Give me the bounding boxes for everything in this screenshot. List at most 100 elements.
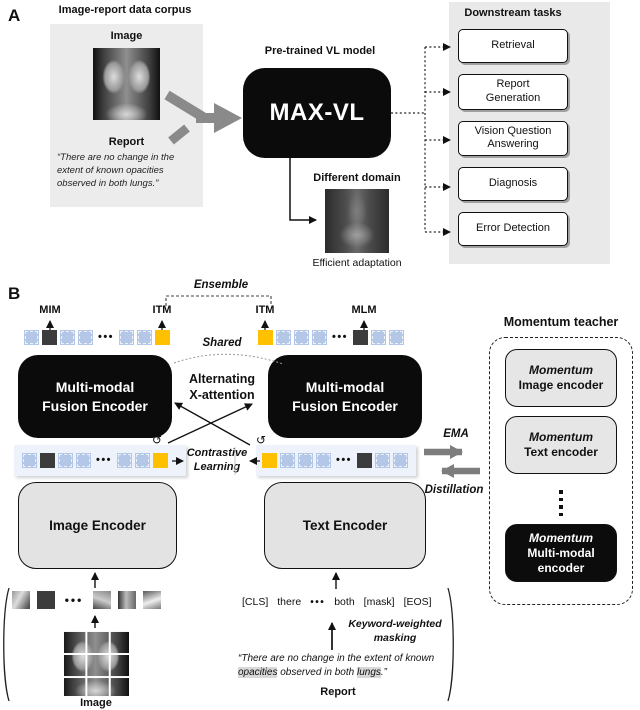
task-error-detection: Error Detection <box>458 212 568 246</box>
token-dark <box>353 330 368 345</box>
head-itm-left-label: ITM <box>152 304 172 316</box>
corpus-title: Image-report data corpus <box>58 4 192 16</box>
input-arrows <box>91 572 340 650</box>
text-token: [EOS] <box>403 596 432 608</box>
quote-text: “There are no change in the extent of kn… <box>238 653 435 664</box>
token-yellow <box>262 453 277 468</box>
cycle-arrow-icon: ↺ <box>152 433 163 447</box>
token-blue <box>389 330 404 345</box>
fusion-encoder-left: Multi-modal Fusion Encoder <box>18 355 172 438</box>
token-blue <box>276 330 291 345</box>
input-report-quote: “There are no change in the extent of kn… <box>238 652 446 679</box>
token-yellow <box>258 330 273 345</box>
ema-distillation-arrows <box>424 445 480 478</box>
corpus-panel: Image Report “There are no change in the… <box>50 24 203 207</box>
token-blue <box>22 453 37 468</box>
shared-curve <box>173 353 284 365</box>
token-row-bottom-left: ••• <box>22 453 168 468</box>
head-arrows <box>46 320 368 330</box>
token-blue <box>137 330 152 345</box>
head-itm-right-label: ITM <box>255 304 275 316</box>
pelvis-xray-image <box>325 189 389 253</box>
task-retrieval: Retrieval <box>458 29 568 63</box>
token-row-top-right: ••• <box>258 330 404 345</box>
input-report-label: Report <box>320 686 356 698</box>
image-patch <box>143 591 161 609</box>
token-yellow <box>155 330 170 345</box>
ellipsis: ••• <box>335 454 353 466</box>
token-blue <box>280 453 295 468</box>
cycle-arrow-icon: ↺ <box>256 433 267 447</box>
text-token: [mask] <box>363 596 395 608</box>
highlighted-keyword: lungs <box>356 666 381 678</box>
fusion-right-line2: Fusion Encoder <box>292 397 398 414</box>
token-blue <box>135 453 150 468</box>
corpus-report-label: Report <box>108 136 145 148</box>
panel-a-label: A <box>8 6 21 25</box>
corpus-image-label: Image <box>110 30 143 42</box>
vertical-ellipsis <box>559 490 563 516</box>
contrastive-line1: Contrastive <box>186 447 248 459</box>
alternating-xattention-label: Alternating X-attention <box>178 372 266 403</box>
token-blue <box>298 453 313 468</box>
token-dark <box>42 330 57 345</box>
chest-xray-image <box>93 48 160 120</box>
token-blue <box>78 330 93 345</box>
momentum-teacher-title: Momentum teacher <box>503 315 619 329</box>
ensemble-label: Ensemble <box>193 279 249 291</box>
gridded-xray-image <box>62 630 129 696</box>
adaptation-arrow <box>289 158 317 224</box>
text-token-row: [CLS] there ••• both [mask] [EOS] <box>242 596 432 608</box>
head-mlm-label: MLM <box>351 304 377 316</box>
token-blue <box>393 453 408 468</box>
text-encoder-label: Text Encoder <box>302 518 388 533</box>
downstream-dotted-connectors <box>391 43 451 236</box>
image-patch <box>37 591 55 609</box>
ellipsis: ••• <box>331 331 349 343</box>
maxvl-model-name: MAX-VL <box>269 99 365 126</box>
token-row-top-left: ••• <box>24 330 170 345</box>
ema-label: EMA <box>443 428 469 440</box>
token-blue <box>375 453 390 468</box>
task-diagnosis: Diagnosis <box>458 167 568 201</box>
ellipsis: ••• <box>64 593 84 607</box>
ellipsis: ••• <box>95 454 113 466</box>
fusion-encoder-right: Multi-modal Fusion Encoder <box>268 355 422 438</box>
text-token: [CLS] <box>242 596 269 608</box>
image-encoder-label: Image Encoder <box>49 518 146 533</box>
downstream-title: Downstream tasks <box>464 7 562 19</box>
text-token: both <box>334 596 355 608</box>
pretrained-caption: Pre-trained VL model <box>264 45 376 57</box>
token-blue <box>294 330 309 345</box>
token-blue <box>371 330 386 345</box>
alt-attention-line1: Alternating <box>189 372 255 386</box>
token-blue <box>312 330 327 345</box>
head-mim-label: MIM <box>39 304 61 316</box>
ellipsis: ••• <box>97 331 115 343</box>
token-blue <box>76 453 91 468</box>
token-blue <box>58 453 73 468</box>
efficient-adaptation-note: Efficient adaptation <box>312 257 402 269</box>
token-blue <box>24 330 39 345</box>
contrastive-learning-label: Contrastive Learning <box>186 447 248 475</box>
maxvl-model-box: MAX-VL <box>243 68 391 158</box>
panel-b-label: B <box>8 284 21 303</box>
masking-line2: masking <box>373 631 417 644</box>
masking-line1: Keyword-weighted <box>348 618 442 630</box>
fusion-right-line1: Multi-modal <box>305 379 385 396</box>
contrastive-line2: Learning <box>193 460 241 473</box>
task-vision-question-answering: Vision Question Answering <box>458 120 568 156</box>
cross-attention-arrows <box>167 402 253 446</box>
text-token: there <box>277 596 302 608</box>
different-domain-caption: Different domain <box>313 172 401 184</box>
alt-attention-line2: X-attention <box>189 387 255 402</box>
fusion-left-line2: Fusion Encoder <box>42 397 148 414</box>
ellipsis: ••• <box>310 597 326 608</box>
token-dark <box>40 453 55 468</box>
